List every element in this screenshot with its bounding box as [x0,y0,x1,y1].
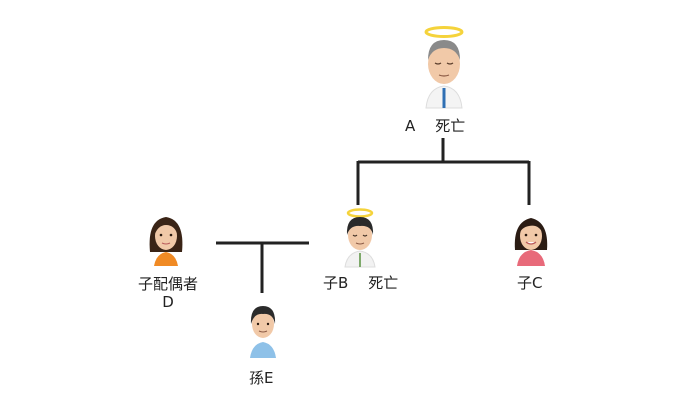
halo-icon [424,26,464,38]
label-b: 子B 死亡 [323,274,398,292]
hair [428,40,460,60]
shirt [517,250,545,266]
avatar-d [144,206,188,272]
face [155,222,177,250]
avatar-c [509,206,553,272]
person-d-name-line1: 子配偶者 [137,275,198,293]
hair [346,217,374,235]
avatar-b [338,205,382,273]
label-d: 子配偶者 D [128,275,208,311]
label-c: 子C [517,274,542,292]
person-d-name-line2: D [162,293,174,311]
person-a-status: 死亡 [435,117,466,135]
label-a: A 死亡 [405,117,465,135]
hair [154,219,178,236]
label-e: 孫E [249,369,273,387]
hair [519,220,543,234]
shirt [250,342,276,358]
halo-icon [346,208,374,218]
person-c-name: 子C [517,274,543,292]
person-b-status: 死亡 [368,274,399,292]
person-b-name: 子B [323,274,349,292]
person-e-name: 孫E [249,369,274,387]
tie-icon [442,88,446,108]
avatar-a [414,24,474,114]
person-a-name: A [405,117,416,135]
face [348,220,372,250]
avatar-e [242,298,284,364]
face [520,222,542,250]
shirt [154,252,178,266]
face [252,310,274,338]
face [428,44,460,84]
hair [250,306,276,324]
